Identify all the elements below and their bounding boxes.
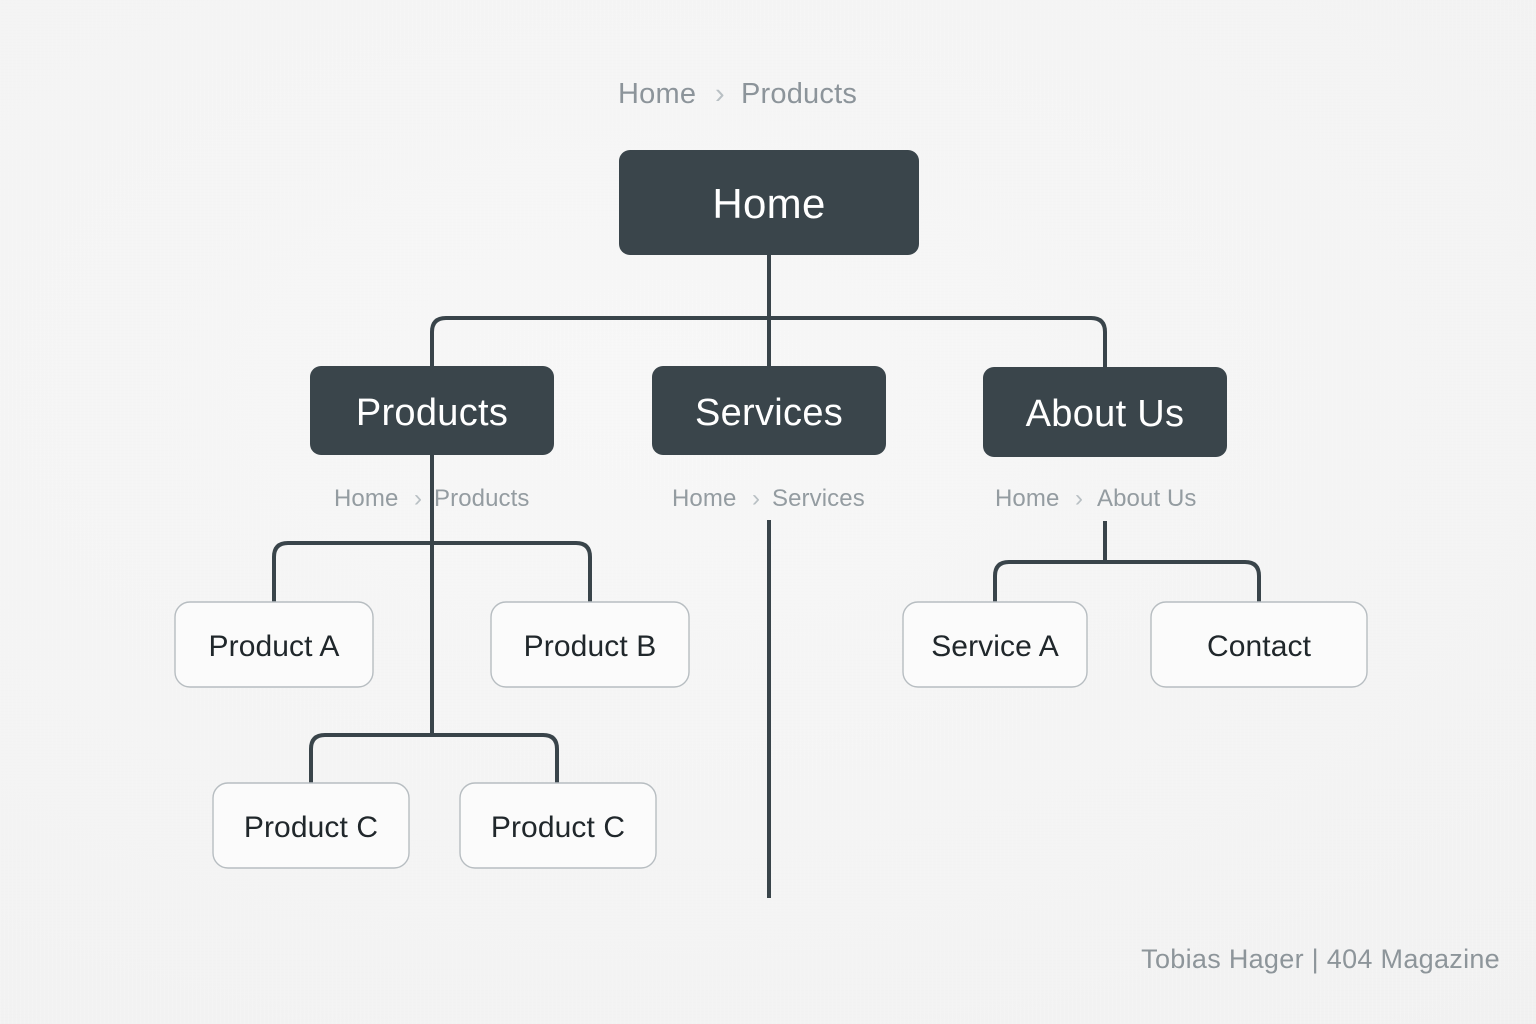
node-product-c-right-label: Product C	[491, 811, 625, 844]
node-home-root-box[interactable]	[619, 150, 919, 255]
node-products[interactable]: Products	[310, 366, 554, 455]
node-product-c-right-box[interactable]	[459, 782, 657, 869]
node-service-a-box[interactable]	[902, 601, 1088, 688]
node-product-a[interactable]: Product A	[174, 601, 374, 688]
breadcrumb-about-us-item-about-us[interactable]: About Us	[1097, 485, 1197, 512]
node-product-b[interactable]: Product B	[490, 601, 690, 688]
node-home-root-label: Home	[712, 180, 825, 227]
connector-aboutus-bus	[993, 560, 1261, 602]
node-services[interactable]: Services	[652, 366, 886, 455]
node-about-us-box[interactable]	[983, 367, 1227, 457]
breadcrumb-about-us[interactable]: Home › About Us	[995, 485, 1197, 512]
breadcrumb-top[interactable]: Home › Products	[618, 78, 857, 110]
breadcrumb-top-item-home[interactable]: Home	[618, 78, 696, 110]
chevron-right-icon: ›	[1075, 485, 1083, 512]
node-product-b-box[interactable]	[490, 601, 690, 688]
node-product-c-left-label: Product C	[244, 811, 378, 844]
chevron-right-icon: ›	[715, 78, 725, 110]
chevron-right-icon: ›	[752, 485, 760, 512]
breadcrumb-services-item-services[interactable]: Services	[772, 485, 865, 512]
node-contact-label: Contact	[1207, 630, 1312, 663]
node-product-a-box[interactable]	[174, 601, 374, 688]
breadcrumb-about-us-item-home[interactable]: Home	[995, 485, 1059, 512]
node-products-box[interactable]	[310, 366, 554, 455]
node-products-label: Products	[356, 392, 508, 434]
watermark-credit: Tobias Hager | 404 Magazine	[1141, 944, 1500, 974]
node-services-label: Services	[695, 392, 843, 434]
node-contact-box[interactable]	[1150, 601, 1368, 688]
node-product-c-right[interactable]: Product C	[459, 782, 657, 869]
node-product-c-left-box[interactable]	[212, 782, 410, 869]
breadcrumb-products[interactable]: Home › Products	[334, 485, 530, 512]
node-product-a-label: Product A	[209, 630, 340, 663]
node-product-c-left[interactable]: Product C	[212, 782, 410, 869]
chevron-right-icon: ›	[414, 485, 422, 512]
connector-products-bus-row1	[272, 541, 592, 602]
node-product-b-label: Product B	[524, 630, 657, 663]
connector-group	[272, 255, 1261, 898]
breadcrumb-products-item-products[interactable]: Products	[434, 485, 530, 512]
breadcrumb-services[interactable]: Home › Services	[672, 485, 865, 512]
node-home-root[interactable]: Home	[619, 150, 919, 255]
node-service-a-label: Service A	[931, 630, 1059, 663]
breadcrumb-services-item-home[interactable]: Home	[672, 485, 736, 512]
node-service-a[interactable]: Service A	[902, 601, 1088, 688]
breadcrumb-top-item-products[interactable]: Products	[741, 78, 857, 110]
connector-products-bus-row2	[309, 733, 559, 783]
breadcrumb-products-item-home[interactable]: Home	[334, 485, 398, 512]
node-about-us-label: About Us	[1026, 393, 1185, 435]
node-about-us[interactable]: About Us	[983, 367, 1227, 457]
node-contact[interactable]: Contact	[1150, 601, 1368, 688]
connector-level2-bus	[430, 316, 1107, 370]
node-services-box[interactable]	[652, 366, 886, 455]
